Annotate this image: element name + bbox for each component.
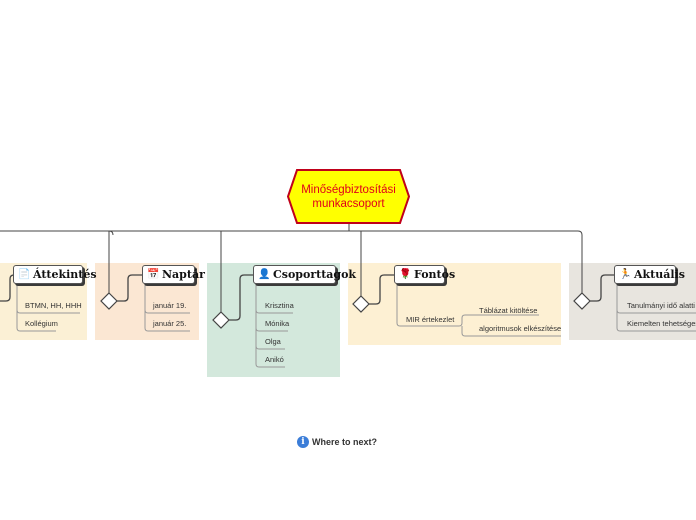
leaf-item[interactable]: Mónika [265, 319, 290, 328]
topic-label: Aktuális [634, 268, 685, 281]
collapse-diamond-csoporttagok[interactable] [212, 311, 230, 329]
topic-label: Naptár [162, 268, 205, 281]
leaf-item[interactable]: január 25. [153, 319, 187, 328]
where-to-next-link[interactable]: i Where to next? [297, 435, 377, 449]
topic-attekintes[interactable]: 📄 Áttekintés [13, 265, 97, 284]
runner-icon: 🏃 [619, 269, 632, 280]
leaf-item[interactable]: január 19. [153, 301, 187, 310]
topic-fontos[interactable]: 🌹 Fontos [394, 265, 455, 284]
collapse-diamond-naptar[interactable] [100, 292, 118, 310]
leaf-item[interactable]: Tanulmányi idő alatti v [627, 301, 696, 310]
topic-label: Csoporttagok [273, 268, 357, 281]
topic-naptar[interactable]: 📅 Naptár [142, 265, 205, 284]
branch-connectors [0, 274, 614, 321]
topic-label: Fontos [414, 268, 456, 281]
leaf-item[interactable]: BTMN, HH, HHH [25, 301, 82, 310]
rose-icon: 🌹 [399, 269, 412, 280]
leaf-item[interactable]: Kollégium [25, 319, 58, 328]
collapse-diamonds[interactable] [100, 292, 591, 329]
leaf-lines [16, 284, 696, 368]
region-fontos [348, 263, 561, 345]
central-topic-shape [286, 169, 411, 224]
calendar-icon: 📅 [147, 269, 160, 280]
document-icon: 📄 [18, 269, 31, 280]
person-icon: 👤 [258, 269, 271, 280]
info-icon: i [297, 436, 309, 448]
topic-label: Áttekintés [33, 268, 97, 281]
subleaf-item[interactable]: algoritmusok elkészítése [479, 324, 562, 333]
collapse-diamond-aktualis[interactable] [573, 292, 591, 310]
subleaf-item[interactable]: Táblázat kitöltése [479, 306, 538, 315]
leaf-item[interactable]: Krisztina [265, 301, 294, 310]
leaf-item[interactable]: Anikó [265, 355, 284, 364]
where-to-next-label: Where to next? [312, 437, 378, 447]
leaf-item[interactable]: Olga [265, 337, 281, 346]
collapse-diamond-fontos[interactable] [352, 295, 370, 313]
leaf-item[interactable]: Kiemelten tehetséges g [627, 319, 696, 328]
trunk-lines [0, 223, 583, 318]
topic-aktualis[interactable]: 🏃 Aktuális [614, 265, 685, 284]
leaf-item[interactable]: MIR értekezlet [406, 315, 455, 324]
topic-csoporttagok[interactable]: 👤 Csoporttagok [253, 265, 356, 284]
